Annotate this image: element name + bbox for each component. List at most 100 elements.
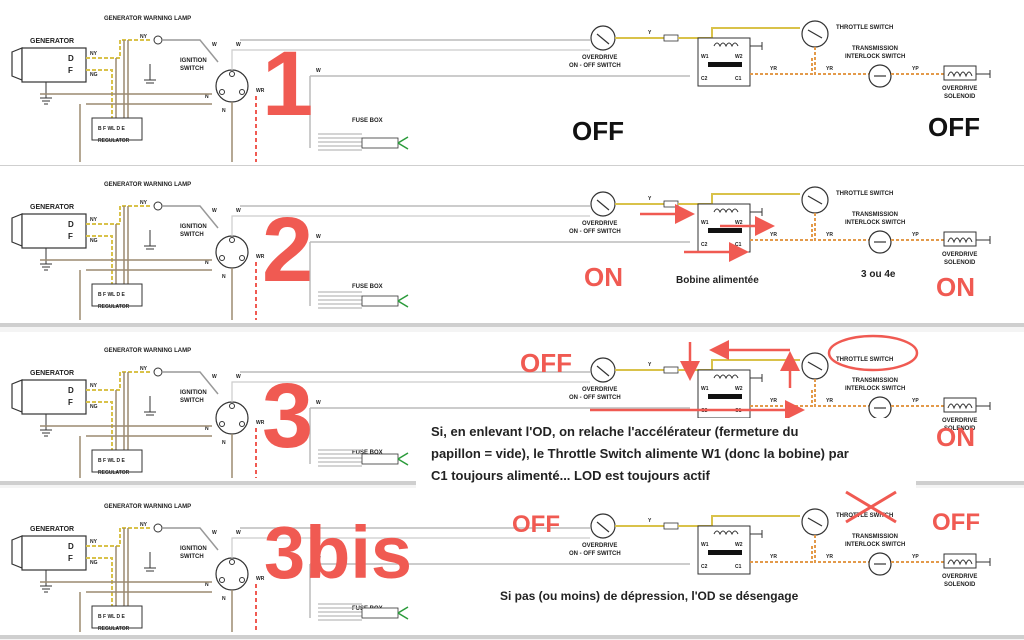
wire-ny <box>86 371 150 391</box>
relay-ground-icon <box>750 208 763 216</box>
ignition-terminal-3 <box>239 255 245 261</box>
ignition-terminal-1 <box>229 71 235 77</box>
ignition-switch-label: IGNITION <box>180 224 207 230</box>
overdrive-solenoid-label-2: SOLENOID <box>944 94 976 100</box>
throttle-switch-blade <box>807 29 823 39</box>
relay-contact-bar <box>708 394 742 399</box>
fuse-box-label: FUSE BOX <box>352 284 383 290</box>
wire-label-n-ign-2: N <box>222 108 226 114</box>
warning-lamp-icon <box>153 367 163 377</box>
solenoid-coil-icon <box>947 237 973 244</box>
overdrive-switch-label-2: ON - OFF SWITCH <box>569 63 621 69</box>
transmission-interlock-label-2: INTERLOCK SWITCH <box>845 220 905 226</box>
wire-label-y: Y <box>648 362 652 368</box>
wire-label-yp: YP <box>912 398 919 404</box>
solenoid-ground-icon <box>976 558 991 566</box>
relay-terminal-c1: C1 <box>735 76 742 82</box>
wire-label-w-ign-2: W <box>236 530 241 536</box>
lamp-to-ignition-wire <box>162 205 219 229</box>
solenoid-ground-icon <box>976 402 991 410</box>
generator-box <box>21 213 87 249</box>
wire-ng <box>86 557 113 606</box>
overdrive-state-label: OFF <box>572 116 624 146</box>
regulator-label: REGULATOR <box>98 304 130 310</box>
fuse-box-icon <box>361 137 399 149</box>
solenoid-coil-icon <box>947 71 973 78</box>
fuse-box-icon <box>361 295 399 307</box>
wire-label-y: Y <box>648 196 652 202</box>
ground-icon-2 <box>144 411 156 416</box>
overdrive-solenoid-label: OVERDRIVE <box>942 86 977 92</box>
secondary-w-wire <box>231 49 590 70</box>
y-to-throttle-wire <box>678 27 800 39</box>
overdrive-switch-label: OVERDRIVE <box>582 221 617 227</box>
overdrive-solenoid-box <box>943 231 977 247</box>
secondary-w-wire <box>231 215 590 236</box>
wire-label-ny: NY <box>90 539 98 545</box>
generator-box <box>21 535 87 571</box>
wire-label-w-c2: W <box>316 68 321 74</box>
wire-label-ng: NG <box>90 560 98 566</box>
wire-label-yr: YR <box>770 66 777 72</box>
generator-terminal-f: F <box>68 398 73 407</box>
overdrive-switch-label-2: ON - OFF SWITCH <box>569 229 621 235</box>
wire-label-ny-lamp: NY <box>140 366 148 372</box>
regulator-feed-wires <box>115 206 129 284</box>
ignition-terminal-1 <box>229 559 235 565</box>
regulator-terminals: B F WL D E <box>98 614 126 620</box>
overdrive-solenoid-label-2: SOLENOID <box>944 582 976 588</box>
step-number: 3bis <box>264 511 412 594</box>
relay-terminal-w2: W2 <box>735 220 743 226</box>
generator-terminal-f: F <box>68 554 73 563</box>
regulator-terminals: B F WL D E <box>98 458 126 464</box>
transmission-interlock-label-2: INTERLOCK SWITCH <box>845 54 905 60</box>
wire-label-yp: YP <box>912 554 919 560</box>
wire-label-yr: YR <box>770 398 777 404</box>
ignition-terminal-2 <box>219 255 225 261</box>
overdrive-switch-icon <box>590 357 616 383</box>
wire-label-w-c2: W <box>316 400 321 406</box>
wire-label-yr-2: YR <box>826 398 833 404</box>
brown-harness-wires <box>40 581 212 593</box>
wire-label-w-ign-2: W <box>236 42 241 48</box>
wire-label-wr: WR <box>256 576 265 582</box>
overdrive-solenoid-box <box>943 397 977 413</box>
relay-terminal-w2: W2 <box>735 54 743 60</box>
regulator-box <box>91 449 143 473</box>
overdrive-switch-blade <box>596 199 610 211</box>
overdrive-switch-label: OVERDRIVE <box>582 55 617 61</box>
wire-label-n-ign-2: N <box>222 596 226 602</box>
ignition-switch-label-2: SWITCH <box>180 554 204 560</box>
fuse-box-green-wire <box>397 606 409 620</box>
overdrive-switch-icon <box>590 25 616 51</box>
inline-connector-icon <box>663 34 679 42</box>
ignition-switch-label: IGNITION <box>180 390 207 396</box>
relay-terminal-w2: W2 <box>735 386 743 392</box>
generator-warning-lamp-label: GENERATOR WARNING LAMP <box>104 348 191 354</box>
wire-label-y: Y <box>648 518 652 524</box>
transmission-interlock-label-2: INTERLOCK SWITCH <box>845 386 905 392</box>
relay-terminal-c2: C2 <box>701 242 708 248</box>
note-box <box>416 418 916 488</box>
fuse-box-label: FUSE BOX <box>352 118 383 124</box>
coil-note: Bobine alimentée <box>676 275 759 286</box>
wire-label-ny: NY <box>90 217 98 223</box>
step-number: 3 <box>262 365 313 467</box>
gear-note: 3 ou 4e <box>861 269 896 280</box>
wire-label-n-ign: N <box>205 426 209 432</box>
fuse-box-green-wire <box>397 452 409 466</box>
ignition-terminal-2 <box>219 421 225 427</box>
fuse-box-icon <box>361 453 399 465</box>
overdrive-switch-icon <box>590 191 616 217</box>
relay-terminal-c2: C2 <box>701 76 708 82</box>
ignition-terminal-1 <box>229 403 235 409</box>
fuse-box-icon <box>361 607 399 619</box>
fuse-box-label: FUSE BOX <box>352 450 383 456</box>
relay-ground-icon <box>750 530 763 538</box>
overdrive-solenoid-box <box>943 65 977 81</box>
explanation-line: C1 toujours alimenté... LOD est toujours… <box>431 468 710 483</box>
wire-label-n-ign: N <box>205 582 209 588</box>
